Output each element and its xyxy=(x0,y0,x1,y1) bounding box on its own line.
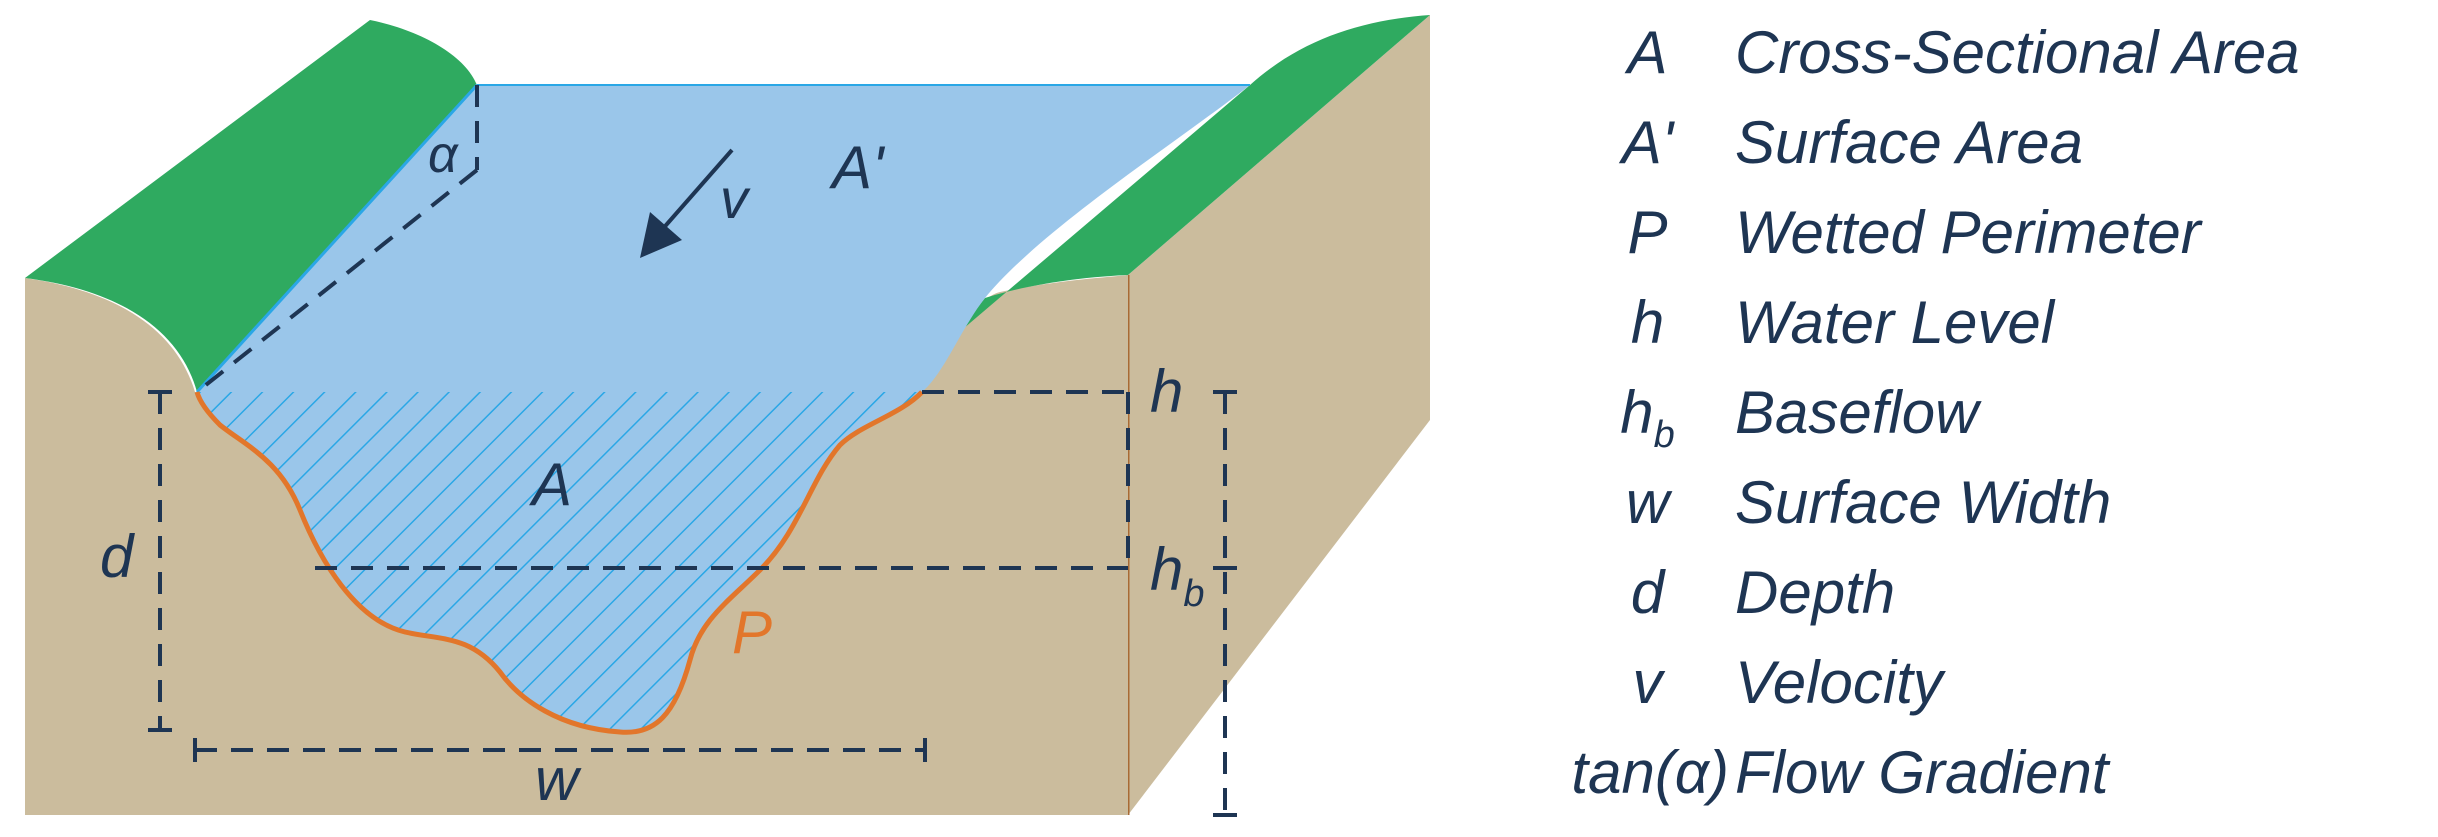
legend-symbol: A' xyxy=(1621,109,1674,176)
legend-description: Wetted Perimeter xyxy=(1735,199,2201,266)
baseflow-label: hb xyxy=(1150,536,1205,615)
legend-symbol: h xyxy=(1630,289,1665,356)
channel-diagram: α v A' A P d w h hb xyxy=(25,15,1430,817)
legend-row: A Cross-Sectional Area xyxy=(1560,18,2420,108)
water-level-label: h xyxy=(1150,358,1183,425)
grass-right-bank xyxy=(950,15,1430,340)
wetted-perimeter-line xyxy=(194,390,924,735)
surface-area-label: A' xyxy=(829,134,886,201)
legend-description: Flow Gradient xyxy=(1735,739,2109,806)
grass-left-bank xyxy=(25,20,477,392)
legend-row: A' Surface Area xyxy=(1560,108,2420,198)
legend-row: d Depth xyxy=(1560,558,2420,648)
legend-description: Surface Width xyxy=(1735,469,2112,536)
legend: A Cross-Sectional Area A' Surface Area P… xyxy=(1560,18,2420,828)
block-side-face xyxy=(1128,15,1430,815)
cross-section-label: A xyxy=(529,451,572,518)
alpha-label: α xyxy=(428,126,459,184)
legend-row: w Surface Width xyxy=(1560,468,2420,558)
legend-symbol: v xyxy=(1632,649,1663,716)
dashed-guides xyxy=(158,85,1227,815)
legend-row: hb Baseflow xyxy=(1560,378,2420,468)
velocity-arrow-icon xyxy=(640,148,734,258)
cross-section-area xyxy=(197,392,922,733)
legend-symbol: P xyxy=(1627,199,1668,266)
legend-description: Baseflow xyxy=(1735,379,1979,446)
legend-description: Cross-Sectional Area xyxy=(1735,19,2300,86)
legend-row: P Wetted Perimeter xyxy=(1560,198,2420,288)
perimeter-label: P xyxy=(732,599,772,666)
legend-symbol: A xyxy=(1627,19,1668,86)
width-label: w xyxy=(535,746,582,813)
legend-row: v Velocity xyxy=(1560,648,2420,738)
depth-label: d xyxy=(100,523,135,590)
velocity-label: v xyxy=(720,167,751,230)
dimension-ticks xyxy=(148,390,1237,817)
legend-description: Water Level xyxy=(1735,289,2055,356)
legend-description: Depth xyxy=(1735,559,1896,626)
legend-description: Surface Area xyxy=(1735,109,2083,176)
water-left-edge xyxy=(195,83,479,394)
legend-description: Velocity xyxy=(1735,649,1943,716)
legend-symbol: w xyxy=(1625,469,1670,536)
legend-row: tan(α) Flow Gradient xyxy=(1560,738,2420,828)
legend-symbol: tan(α) xyxy=(1571,739,1729,806)
legend-symbol: d xyxy=(1630,559,1665,626)
legend-row: h Water Level xyxy=(1560,288,2420,378)
legend-symbol: hb xyxy=(1620,379,1675,456)
water-surface xyxy=(197,85,1250,392)
